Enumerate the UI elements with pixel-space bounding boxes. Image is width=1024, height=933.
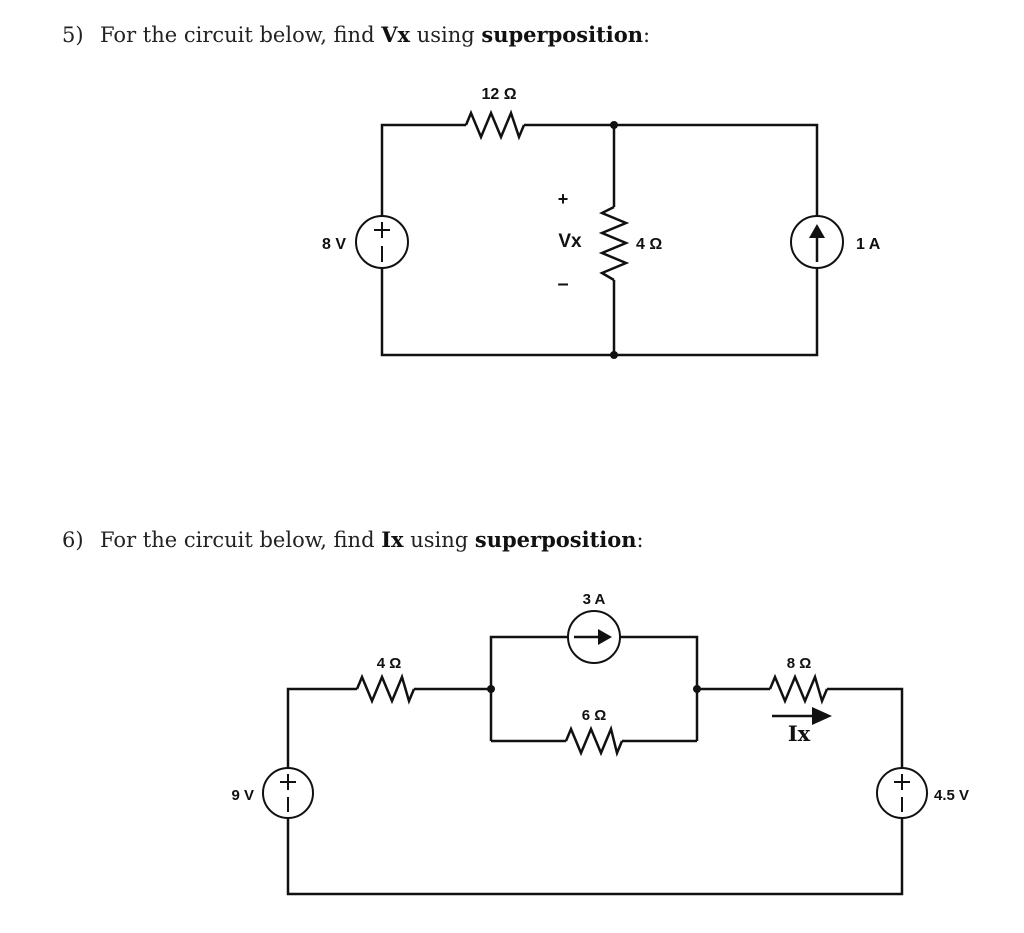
c6-voltage-source-9v (262, 767, 314, 819)
c5-junction-bottom (610, 351, 618, 359)
problem-5-statement: 5) For the circuit below, find Vx using s… (62, 22, 650, 47)
c6-voltage-source-4-5v (876, 767, 928, 819)
problem-6-text-after: : (636, 528, 644, 552)
c5-wire-left-top (380, 123, 466, 216)
problem-5-text-middle: using (410, 23, 482, 47)
c6-resistor-6-ohm-label: 6 Ω (582, 707, 607, 724)
c6-resistor-8-ohm-label: 8 Ω (787, 655, 812, 672)
c6-wire-bottom (286, 818, 904, 896)
c5-resistor-12-ohm (464, 109, 526, 141)
c5-current-source-1a-label: 1 A (856, 236, 881, 253)
c5-resistor-12-ohm-label: 12 Ω (481, 86, 516, 103)
c6-voltage-source-9v-label: 9 V (231, 787, 254, 804)
c5-resistor-4-ohm (598, 205, 630, 282)
c6-junction-left (487, 685, 495, 693)
c5-voltage-source-8v-label: 8 V (322, 236, 346, 253)
c6-wire-right-top (827, 687, 904, 768)
c6-ix-arrow (772, 707, 832, 725)
c5-voltage-source-8v (355, 215, 409, 269)
c5-wire-top-right (524, 123, 819, 216)
circuit-5: 12 Ω 4 Ω + Vx – 8 V 1 A (322, 86, 881, 359)
c6-ix-label: Ix (788, 721, 811, 746)
problem-5-text-before: For the circuit below, find (100, 23, 382, 47)
circuit-6: 4 Ω 6 Ω 8 Ω Ix 3 A 9 V (231, 591, 969, 896)
c5-wire-bottom (380, 268, 819, 357)
c6-junction-right (693, 685, 701, 693)
problem-6-target: Ix (381, 527, 404, 552)
c6-resistor-4-ohm-label: 4 Ω (377, 655, 402, 672)
c6-current-source-3a-label: 3 A (583, 591, 606, 608)
c6-wire-parallel-top-right (620, 635, 699, 741)
problem-6-text-middle: using (403, 528, 475, 552)
c6-wire-left-top (286, 687, 357, 768)
c6-wire-parallel-top (489, 635, 568, 741)
c5-vx-plus: + (558, 189, 569, 209)
problem-6-statement: 6) For the circuit below, find Ix using s… (62, 527, 644, 552)
problem-6-text-before: For the circuit below, find (100, 528, 382, 552)
c5-junction-top (610, 121, 618, 129)
problem-5-number: 5) (62, 23, 84, 47)
c6-current-source-3a (567, 610, 621, 664)
c5-vx-minus: – (557, 273, 568, 295)
c5-resistor-4-ohm-label: 4 Ω (636, 236, 662, 253)
problem-5-method: superposition (481, 22, 644, 47)
c6-voltage-source-4-5v-label: 4.5 V (934, 787, 969, 804)
c5-current-source-1a (790, 215, 844, 269)
problem-6-number: 6) (62, 528, 84, 552)
problem-5-target: Vx (381, 22, 411, 47)
problem-5-text-after: : (643, 23, 651, 47)
c5-vx-label: Vx (558, 231, 582, 252)
problem-6-method: superposition (474, 527, 637, 552)
c6-resistor-6-ohm (564, 725, 624, 757)
c6-resistor-8-ohm (768, 673, 829, 705)
c6-resistor-4-ohm (355, 673, 416, 705)
